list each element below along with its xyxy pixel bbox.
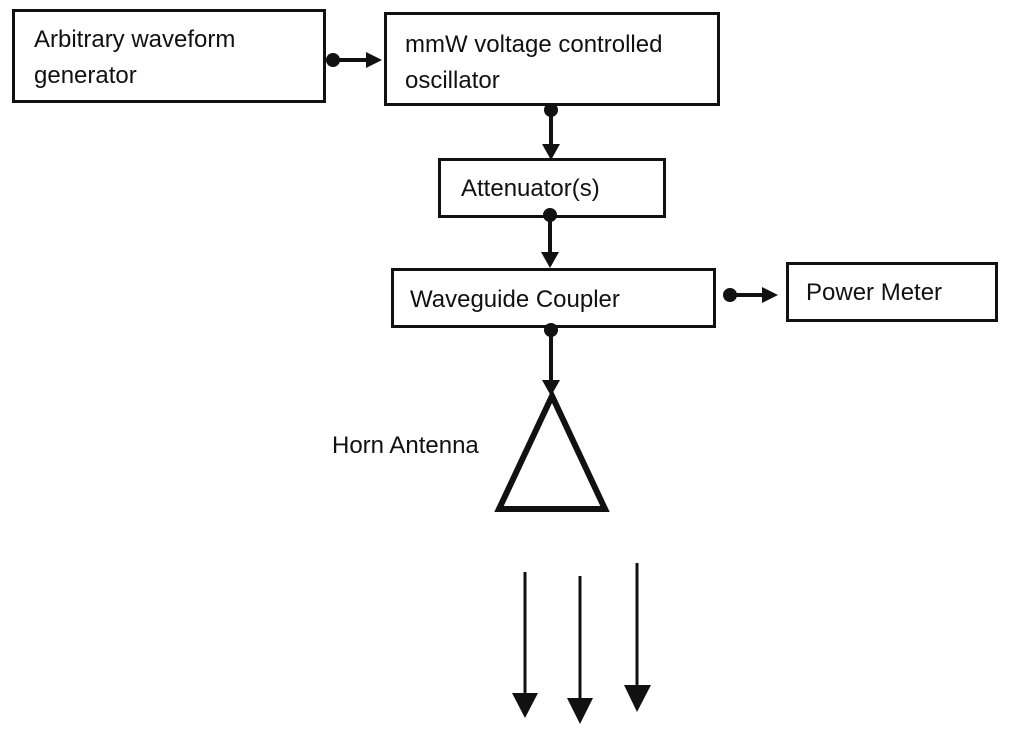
connector-awg-to-vco (326, 52, 382, 68)
awg-block: Arbitrary waveform generator (12, 9, 326, 103)
coupler-block: Waveguide Coupler (391, 268, 716, 328)
vco-label-line2: oscillator (405, 67, 500, 94)
radiation-arrow-2 (567, 576, 593, 724)
connector-coupler-to-power-meter (723, 287, 778, 303)
awg-label-line1: Arbitrary waveform (34, 26, 236, 53)
awg-label-line2: generator (34, 62, 137, 89)
horn-antenna-label: Horn Antenna (332, 432, 479, 459)
coupler-label: Waveguide Coupler (410, 286, 620, 313)
radiation-arrow-1 (512, 572, 538, 718)
connector-attenuator-to-coupler (541, 208, 559, 268)
power-meter-block: Power Meter (786, 262, 998, 322)
connector-coupler-to-antenna (542, 323, 560, 396)
connector-vco-to-attenuator (542, 103, 560, 160)
power-meter-label: Power Meter (806, 279, 943, 306)
horn-antenna-icon (494, 388, 610, 512)
vco-block: mmW voltage controlled oscillator (384, 12, 720, 106)
attenuator-label: Attenuator(s) (461, 175, 600, 202)
radiation-arrow-3 (624, 563, 651, 712)
vco-label-line1: mmW voltage controlled (405, 31, 663, 58)
